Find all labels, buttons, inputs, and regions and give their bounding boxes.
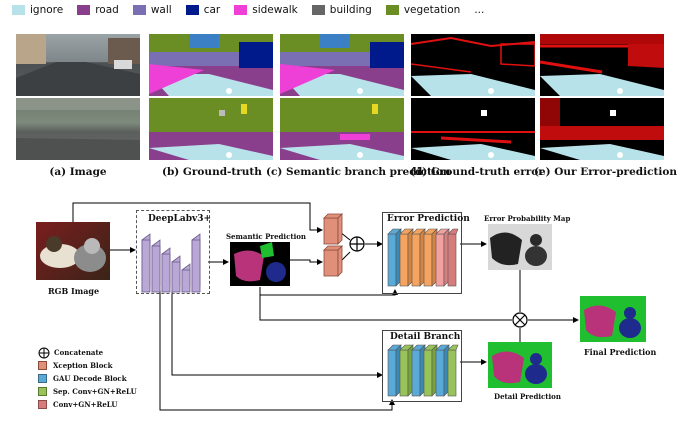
legend-item-sidewalk: sidewalk xyxy=(234,4,298,16)
image-tile-2 xyxy=(16,98,140,160)
deeplab-label: DeepLabv3+ xyxy=(148,214,212,224)
error-prediction-label: Error Prediction xyxy=(387,214,470,224)
gt-tile-2 xyxy=(149,98,273,160)
legend-swatch xyxy=(12,5,25,15)
deeplab-box xyxy=(136,210,210,294)
legend-swatch xyxy=(185,5,199,15)
block-key: Concatenate Xception Block GAU Decode Bl… xyxy=(38,346,137,411)
rgb-image xyxy=(36,222,110,280)
gt-error-tile-2 xyxy=(411,98,535,160)
legend-item-vegetation: vegetation xyxy=(385,4,460,16)
sem-seg-1 xyxy=(280,34,404,96)
sem-seg-2 xyxy=(280,98,404,160)
final-prediction-label: Final Prediction xyxy=(584,347,657,357)
key-gau: GAU Decode Block xyxy=(38,372,137,385)
gt-error-map-2 xyxy=(411,110,535,160)
our-error-map-1 xyxy=(540,34,664,96)
legend-item-more: ... xyxy=(474,4,485,16)
caption-our-error-prediction: (e) Our Error-prediction xyxy=(534,166,677,178)
key-sepconv: Sep. Conv+GN+ReLU xyxy=(38,385,137,398)
key-conv: Conv+GN+ReLU xyxy=(38,398,137,411)
error-map-image xyxy=(490,232,547,266)
legend-item-ignore: ignore xyxy=(12,4,63,16)
detail-pred-seg xyxy=(492,351,547,384)
xception-swatch xyxy=(38,361,47,370)
legend-item-wall: wall xyxy=(132,4,172,16)
gt-tile-1 xyxy=(149,34,273,96)
class-legend: ignore road wall car sidewalk building v… xyxy=(12,4,498,16)
conv-swatch xyxy=(38,400,47,409)
gt-seg-2 xyxy=(149,98,273,160)
legend-swatch xyxy=(234,5,248,15)
street-scene-1 xyxy=(16,34,140,96)
key-concatenate: Concatenate xyxy=(38,346,137,359)
sepconv-swatch xyxy=(38,387,47,396)
detail-branch-label: Detail Branch xyxy=(390,332,461,342)
final-prediction-image xyxy=(580,296,646,342)
error-probability-map xyxy=(488,224,552,270)
our-error-tile-1 xyxy=(540,34,664,96)
concat-icon xyxy=(38,347,50,358)
gau-swatch xyxy=(38,374,47,383)
sem-tile-2 xyxy=(280,98,404,160)
legend-item-building: building xyxy=(311,4,372,16)
final-pred-seg xyxy=(584,305,641,338)
sem-tile-1 xyxy=(280,34,404,96)
error-prediction-box[interactable] xyxy=(382,212,462,294)
our-error-map-2 xyxy=(540,98,664,160)
caption-ground-truth: (b) Ground-truth xyxy=(162,166,262,178)
caption-image: (a) Image xyxy=(49,166,107,178)
caption-ground-truth-error: (d) Ground-truth error xyxy=(410,166,544,178)
legend-swatch xyxy=(132,5,146,15)
gt-seg-1 xyxy=(149,34,273,96)
semantic-prediction-label: Semantic Prediction xyxy=(226,232,307,241)
legend-swatch xyxy=(385,5,399,15)
legend-item-car: car xyxy=(185,4,220,16)
legend-swatch xyxy=(77,5,91,15)
detail-prediction-image xyxy=(488,342,552,388)
gt-error-tile-1 xyxy=(411,34,535,96)
gt-error-map-1 xyxy=(411,36,535,96)
key-xception: Xception Block xyxy=(38,359,137,372)
image-tile-1 xyxy=(16,34,140,96)
detail-prediction-label: Detail Prediction xyxy=(494,392,561,401)
semantic-prediction-image xyxy=(230,242,290,286)
legend-item-road: road xyxy=(77,4,119,16)
detail-branch-box[interactable] xyxy=(382,330,462,402)
street-scene-2 xyxy=(16,98,140,160)
our-error-tile-2 xyxy=(540,98,664,160)
cat-dog-photo xyxy=(40,236,106,272)
sem-pred-seg xyxy=(234,242,286,282)
caption-semantic-prediction: (c) Semantic branch prediction xyxy=(266,166,451,178)
rgb-image-label: RGB Image xyxy=(48,286,100,296)
legend-swatch xyxy=(311,5,325,15)
error-map-label: Error Probability Map xyxy=(484,214,571,223)
